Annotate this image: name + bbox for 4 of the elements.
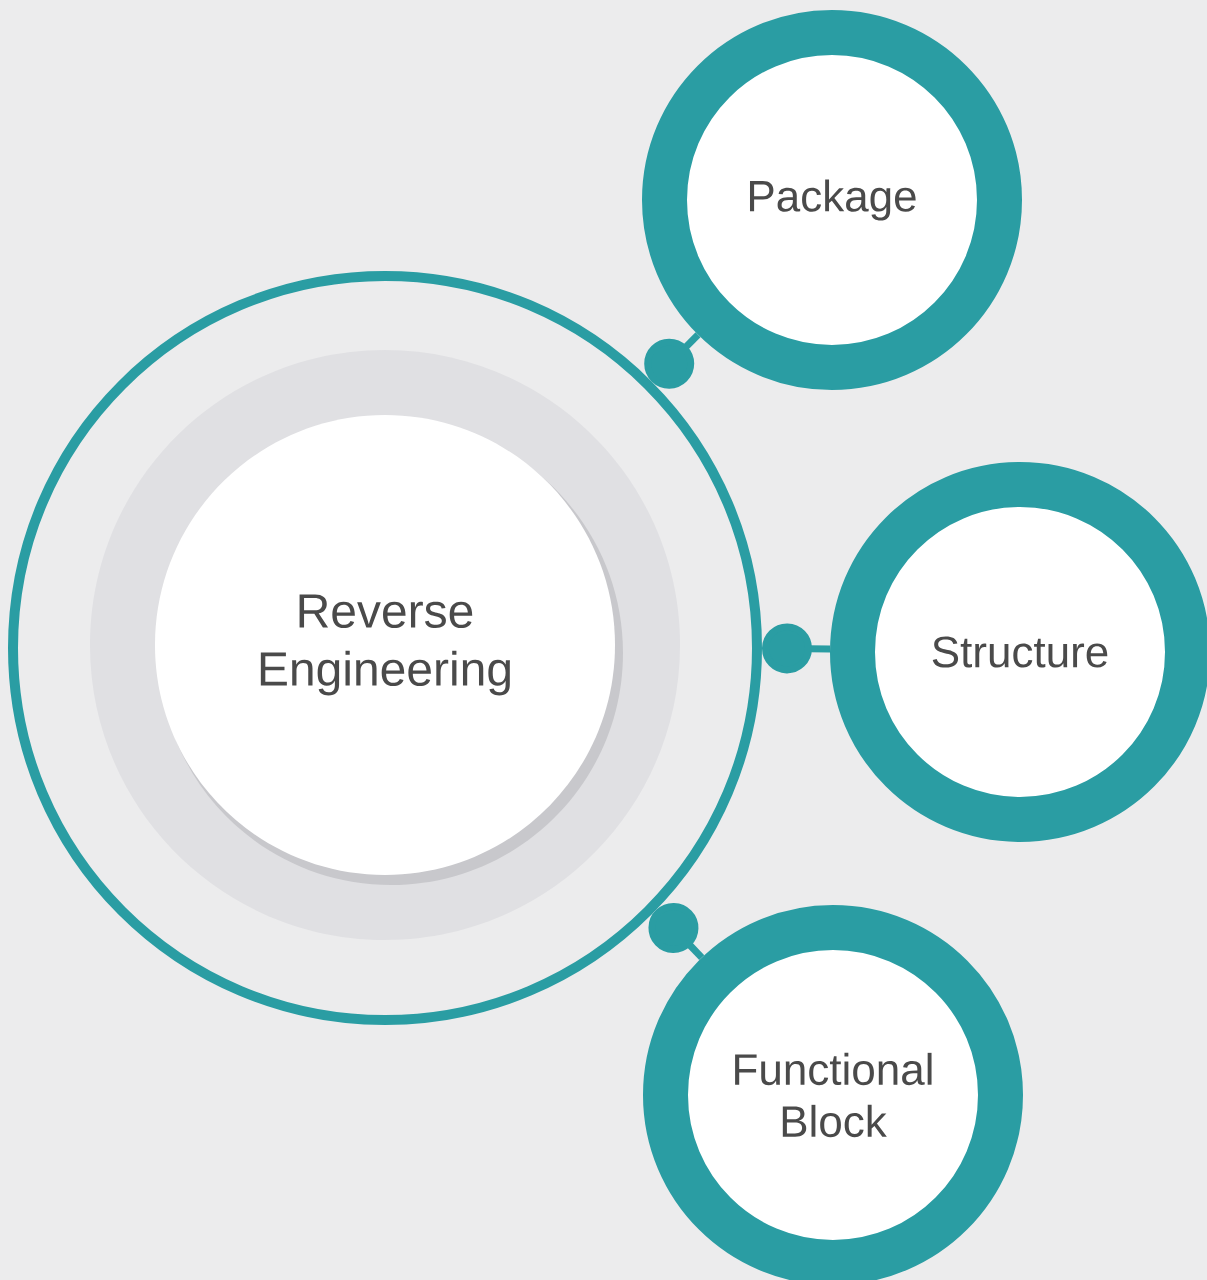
connector [762, 623, 831, 674]
ring-circle [8, 271, 762, 1025]
connector [644, 332, 701, 389]
connector [648, 902, 705, 960]
